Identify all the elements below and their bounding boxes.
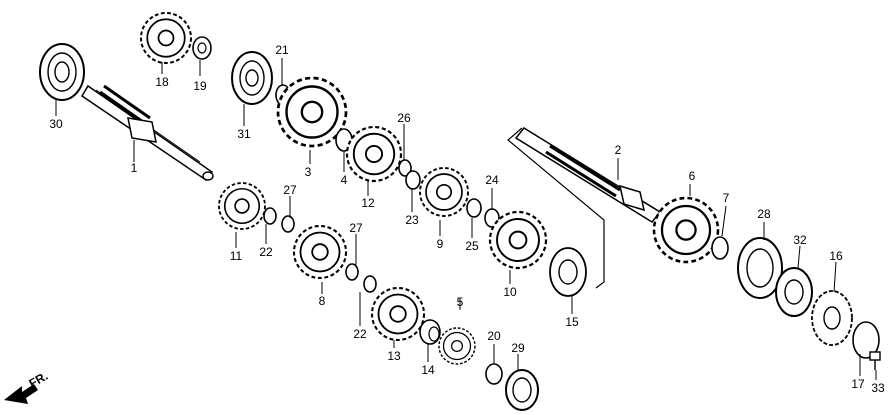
washer-7 — [711, 236, 729, 260]
bearing-29 — [505, 369, 539, 411]
callout-part-13: 13 — [387, 349, 401, 363]
callout-part-21: 21 — [275, 43, 289, 57]
callout-part-27b: 27 — [349, 221, 363, 235]
callout-part-9: 9 — [437, 237, 444, 251]
gear-11 — [218, 182, 266, 230]
callout-part-24: 24 — [485, 173, 499, 187]
bearing-28 — [737, 237, 783, 299]
callout-part-2: 2 — [615, 143, 622, 157]
callout-part-16: 16 — [829, 249, 843, 263]
callout-part-28: 28 — [757, 207, 771, 221]
countershaft — [514, 127, 662, 223]
washer-25 — [466, 198, 482, 218]
leader-lines — [55, 58, 877, 380]
mainshaft — [80, 84, 214, 182]
callout-part-4: 4 — [341, 173, 348, 187]
collar-19 — [192, 36, 212, 60]
callout-part-27a: 27 — [283, 183, 297, 197]
washer-23 — [405, 170, 421, 190]
gear-9 — [419, 167, 469, 217]
callout-part-3: 3 — [305, 165, 312, 179]
sprocket-plate-17 — [852, 321, 880, 359]
callout-part-22b: 22 — [353, 327, 367, 341]
washer-20 — [485, 363, 503, 385]
callout-part-15: 15 — [565, 315, 579, 329]
washer-27b — [345, 263, 359, 281]
bearing-30 — [39, 43, 85, 101]
callout-part-7: 7 — [723, 191, 730, 205]
callout-part-29: 29 — [511, 341, 525, 355]
callout-part-1: 1 — [131, 161, 138, 175]
callout-part-14: 14 — [421, 363, 435, 377]
oil-seal-32 — [775, 267, 813, 317]
gear-5 — [438, 327, 476, 365]
callout-part-11: 11 — [230, 249, 243, 263]
gear-10 — [488, 210, 548, 270]
callout-part-26: 26 — [397, 111, 411, 125]
callout-part-12: 12 — [361, 196, 375, 210]
callout-part-6: 6 — [689, 169, 696, 183]
gear-6 — [652, 196, 720, 264]
callout-part-8: 8 — [319, 294, 326, 308]
bushing-14 — [419, 319, 441, 345]
washer-26 — [398, 159, 412, 177]
washer-22b — [363, 275, 377, 293]
callout-part-17: 17 — [851, 377, 865, 391]
callout-part-18: 18 — [155, 75, 169, 89]
gear-8 — [292, 224, 348, 280]
assembly-bracket — [507, 127, 605, 289]
callout-part-33: 33 — [871, 381, 885, 395]
callout-part-10: 10 — [503, 285, 517, 299]
gear-12 — [345, 125, 403, 183]
gear-18 — [140, 12, 192, 64]
bolt-33 — [869, 351, 881, 370]
bearing-31 — [231, 51, 273, 105]
callout-part-5: 5 — [457, 295, 464, 309]
gear-13 — [370, 286, 426, 342]
callout-part-20: 20 — [487, 329, 501, 343]
washer-27a — [281, 215, 295, 233]
front-direction-indicator: FR. — [4, 369, 50, 404]
callout-part-31: 31 — [237, 127, 251, 141]
callout-part-30: 30 — [49, 117, 63, 131]
callout-part-22a: 22 — [259, 245, 273, 259]
callout-part-25: 25 — [465, 239, 479, 253]
callout-part-23: 23 — [405, 213, 419, 227]
gear-15 — [549, 247, 587, 297]
drive-sprocket-16 — [811, 290, 853, 346]
callout-part-19: 19 — [193, 79, 207, 93]
callout-part-32: 32 — [793, 233, 807, 247]
washer-22a — [263, 207, 277, 225]
